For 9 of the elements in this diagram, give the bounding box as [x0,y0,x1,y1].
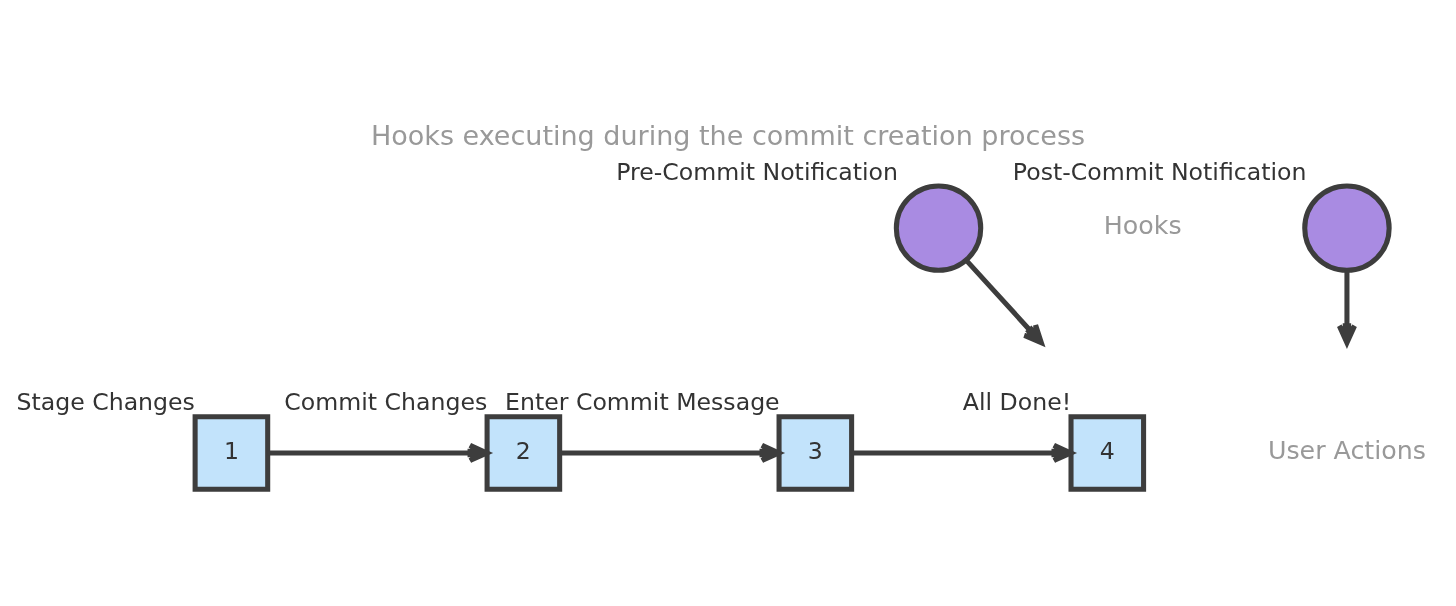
node-label: Enter Commit Message [505,388,780,417]
node-label: Pre-Commit Notification [616,157,898,186]
label: User Actions [1267,435,1426,465]
node-label: All Done! [962,388,1072,417]
node-label: Commit Changes [284,388,488,417]
label: Hooks [1103,211,1182,241]
node-label: Stage Changes [16,388,195,417]
node-label: Post-Commit Notification [1012,157,1307,186]
diagram-title: Hooks executing during the commit creation process [370,120,1086,152]
